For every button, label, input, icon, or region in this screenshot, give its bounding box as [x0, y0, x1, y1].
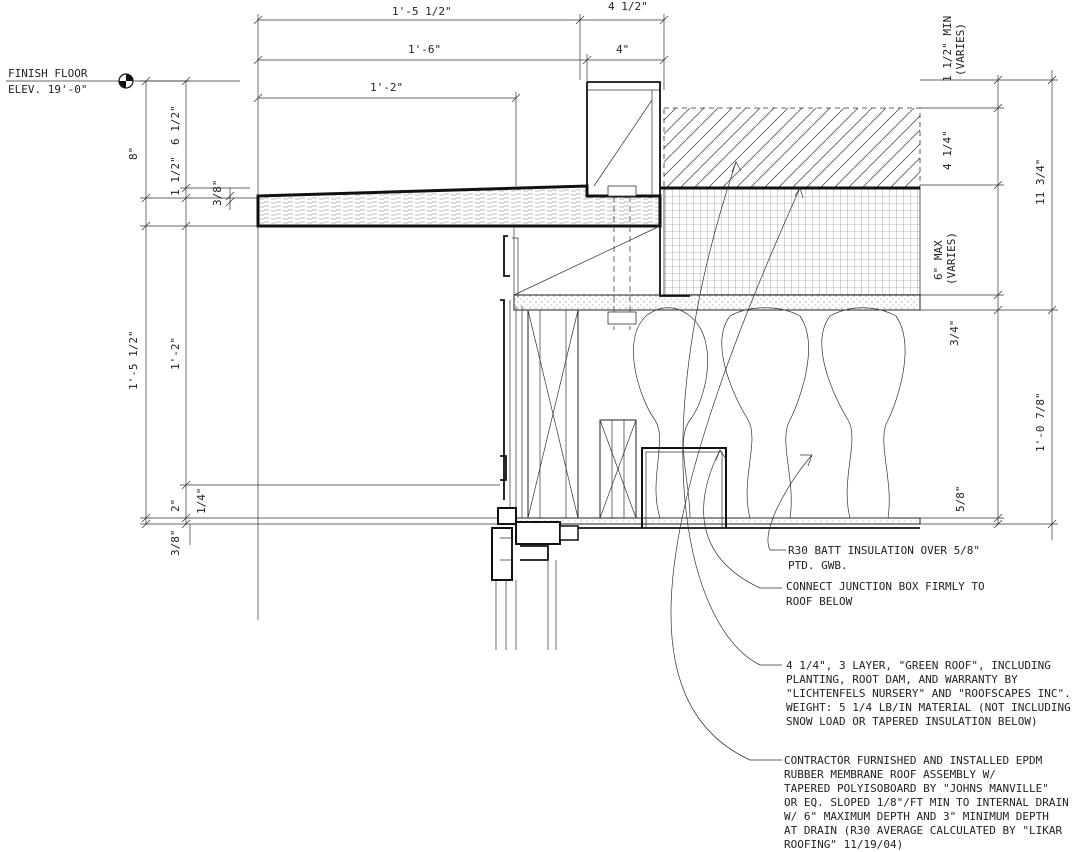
note-epdm-line-3: TAPERED POLYISOBOARD BY "JOHNS MANVILLE": [784, 782, 1049, 795]
elevation-target-icon: [118, 73, 134, 89]
dim-right-4-25: 4 1/4": [941, 130, 954, 170]
note-epdm: CONTRACTOR FURNISHED AND INSTALLED EPDM …: [784, 754, 1069, 851]
batt-insulation: [633, 307, 906, 519]
finish-floor-label: FINISH FLOOR: [8, 67, 88, 80]
dim-right-min-b: (VARIES): [954, 23, 967, 76]
leader-lines: [670, 161, 813, 761]
roof-deck: [513, 294, 921, 311]
note-junction-line-1: CONNECT JUNCTION BOX FIRMLY TO: [786, 580, 985, 593]
dim-left-3-8b: 3/8": [169, 530, 182, 557]
dim-right-max-a: 6" MAX: [932, 240, 945, 280]
dim-left-1-4: 1/4": [195, 488, 208, 515]
tapered-insulation: [663, 187, 921, 296]
finish-floor-marker: FINISH FLOOR ELEV. 19'-0": [6, 67, 240, 96]
note-batt-line-2: PTD. GWB.: [788, 559, 848, 572]
dim-top-1: 1'-5 1/2": [392, 5, 452, 18]
exterior-wall: [500, 299, 921, 529]
dim-right-max-b: (VARIES): [945, 232, 958, 285]
left-dimensions: 8" 6 1/2" 1 1/2" 3/8" 1'-5 1/2" 1'-2" 2"…: [127, 76, 500, 557]
dim-left-8: 8": [127, 147, 140, 160]
canopy-slab: [256, 184, 662, 228]
note-junction-line-2: ROOF BELOW: [786, 595, 853, 608]
dim-left-3-8: 3/8": [211, 180, 224, 207]
ceiling-gwb: [513, 517, 921, 525]
dim-left-6-5: 6 1/2": [169, 105, 182, 145]
note-green-roof-line-2: PLANTING, ROOT DAM, AND WARRANTY BY: [786, 673, 1018, 686]
note-epdm-line-1: CONTRACTOR FURNISHED AND INSTALLED EPDM: [784, 754, 1043, 767]
dim-right-1-0-78: 1'-0 7/8": [1034, 392, 1047, 452]
note-green-roof: 4 1/4", 3 LAYER, "GREEN ROOF", INCLUDING…: [786, 659, 1071, 728]
note-batt-line-1: R30 BATT INSULATION OVER 5/8": [788, 544, 980, 557]
dim-left-1-2: 1'-2": [169, 337, 182, 370]
dim-left-1-5-5: 1'-5 1/2": [127, 330, 140, 390]
parapet-canopy: [256, 81, 690, 330]
dim-left-2: 2": [169, 499, 182, 512]
top-dimensions: 1'-5 1/2" 4 1/2" 1'-6" 4" 1'-2": [253, 0, 669, 200]
note-junction: CONNECT JUNCTION BOX FIRMLY TO ROOF BELO…: [786, 580, 985, 608]
elevation-label: ELEV. 19'-0": [8, 83, 87, 96]
window-frame: [257, 226, 579, 650]
dim-right-3-4: 3/4": [948, 320, 961, 347]
dim-right-11-75: 11 3/4": [1034, 159, 1047, 205]
note-green-roof-line-5: SNOW LOAD OR TAPERED INSULATION BELOW): [786, 715, 1038, 728]
dim-top-5: 1'-2": [370, 81, 403, 94]
note-epdm-line-4: OR EQ. SLOPED 1/8"/FT MIN TO INTERNAL DR…: [784, 796, 1069, 809]
note-epdm-line-5: W/ 6" MAXIMUM DEPTH AND 3" MINIMUM DEPTH: [784, 810, 1049, 823]
note-epdm-line-6: AT DRAIN (R30 AVERAGE CALCULATED BY "LIK…: [784, 824, 1063, 837]
note-green-roof-line-4: WEIGHT: 5 1/4 LB/IN MATERIAL (NOT INCLUD…: [786, 701, 1071, 714]
dim-left-1-5: 1 1/2": [169, 156, 182, 196]
green-roof-layer: [663, 107, 921, 189]
right-dimensions: 1 1/2" MIN (VARIES) 4 1/4" 11 3/4" 6" MA…: [920, 16, 1058, 540]
note-epdm-line-2: RUBBER MEMBRANE ROOF ASSEMBLY W/: [784, 768, 996, 781]
dim-top-4: 4": [616, 43, 629, 56]
dim-top-3: 1'-6": [408, 43, 441, 56]
dim-top-2: 4 1/2": [608, 0, 648, 13]
junction-box: [641, 447, 727, 528]
note-green-roof-line-1: 4 1/4", 3 LAYER, "GREEN ROOF", INCLUDING: [786, 659, 1051, 672]
note-epdm-line-7: ROOFING" 11/19/04): [784, 838, 903, 851]
note-green-roof-line-3: "LICHTENFELS NURSERY" AND "ROOFSCAPES IN…: [786, 687, 1071, 700]
note-batt: R30 BATT INSULATION OVER 5/8" PTD. GWB.: [788, 544, 980, 572]
dim-right-min-a: 1 1/2" MIN: [941, 16, 954, 82]
dim-right-5-8: 5/8": [954, 486, 967, 513]
